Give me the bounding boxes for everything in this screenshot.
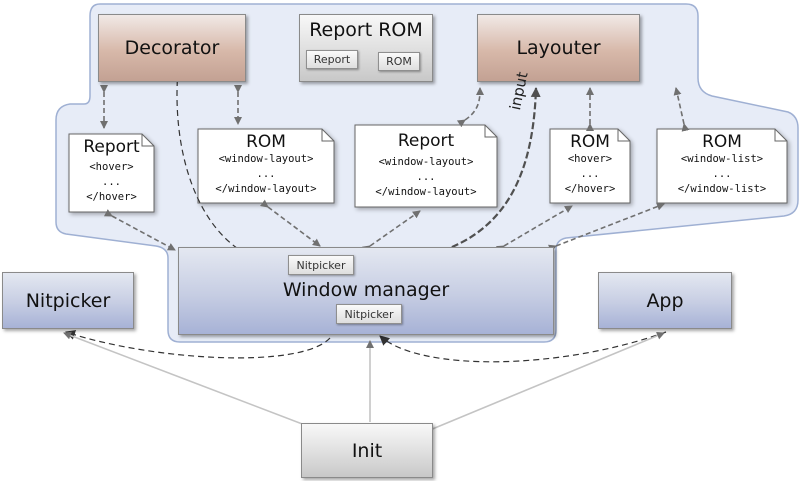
doc-rom-window-list-title: ROM	[702, 132, 742, 152]
window-manager-label: Window manager	[282, 279, 450, 301]
doc-rom-window-list-line-3: </window-list>	[677, 183, 767, 195]
wm-nitpicker-upper-label: Nitpicker	[296, 258, 346, 272]
doc-report-hover-title: Report	[83, 137, 140, 157]
doc-rom-hover: ROM <hover> ... </hover>	[550, 129, 630, 203]
doc-rom-hover-shape	[549, 128, 631, 204]
doc-report-hover: Report <hover> ... </hover>	[69, 134, 154, 212]
init-label: Init	[351, 439, 383, 462]
doc-report-hover-shape	[68, 133, 155, 213]
decorator-box: Decorator	[98, 14, 246, 82]
report-rom-rom-label: ROM	[386, 55, 412, 68]
doc-report-window-layout: Report <window-layout> ... </window-layo…	[355, 125, 497, 207]
edge-rom-layout-wm	[260, 199, 321, 247]
wm-nitpicker-upper-tag: Nitpicker	[288, 255, 354, 275]
doc-rom-window-list-shape	[656, 128, 788, 204]
edge-app-to-wm	[379, 331, 667, 363]
doc-report-hover-line-1: <hover>	[89, 161, 134, 173]
layouter-box: Layouter	[477, 14, 640, 82]
edge-report-hover-wm	[103, 209, 176, 251]
app-box: App	[598, 272, 732, 329]
edge-report-layout-wm	[361, 210, 421, 254]
doc-rom-window-layout: ROM <window-layout> ... </window-layout>	[198, 129, 334, 203]
wm-nitpicker-lower-label: Nitpicker	[344, 307, 394, 321]
edge-init-nitpicker	[63, 331, 319, 431]
doc-report-hover-line-3: </hover>	[86, 191, 137, 203]
wm-nitpicker-lower-tag: Nitpicker	[336, 304, 402, 324]
doc-rom-hover-title: ROM	[570, 132, 610, 152]
doc-rom-window-layout-title: ROM	[246, 132, 286, 152]
edge-wm-to-nitpicker	[65, 330, 331, 359]
doc-rom-window-layout-line-1: <window-layout>	[218, 153, 314, 165]
nitpicker-box: Nitpicker	[2, 272, 134, 329]
doc-report-hover-line-2: ...	[102, 176, 121, 188]
report-rom-box: Report ROM	[299, 14, 433, 82]
doc-report-window-layout-line-3: </window-layout>	[375, 186, 477, 198]
doc-rom-hover-line-3: </hover>	[564, 183, 616, 195]
layouter-label: Layouter	[516, 37, 601, 59]
edge-layouter-report-layout	[456, 87, 484, 128]
edge-init-app	[429, 331, 665, 431]
report-rom-report-label: Report	[313, 53, 351, 66]
doc-report-window-layout-title: Report	[397, 131, 455, 151]
report-rom-rom-tag: ROM	[378, 52, 420, 71]
doc-rom-hover-line-2: ...	[580, 168, 600, 180]
report-rom-report-tag: Report	[306, 50, 358, 69]
init-box: Init	[301, 423, 433, 478]
edge-rom-window-list-wm	[548, 202, 665, 253]
doc-rom-hover-line-1: <hover>	[567, 153, 613, 165]
doc-rom-window-list: ROM <window-list> ... </window-list>	[657, 129, 787, 203]
doc-rom-window-layout-line-2: ...	[256, 168, 276, 180]
doc-rom-window-list-line-2: ...	[712, 168, 732, 180]
edge-layouter-rom-window-list	[673, 87, 690, 132]
report-rom-label: Report ROM	[309, 19, 423, 41]
app-label: App	[646, 289, 684, 312]
doc-rom-window-layout-line-3: </window-layout>	[215, 183, 317, 195]
decorator-label: Decorator	[124, 37, 220, 59]
doc-report-window-layout-line-2: ...	[416, 171, 436, 183]
doc-rom-window-layout-shape	[197, 128, 335, 204]
nitpicker-label: Nitpicker	[25, 289, 111, 312]
doc-rom-window-list-line-1: <window-list>	[680, 153, 764, 165]
doc-report-window-layout-line-1: <window-layout>	[378, 156, 474, 168]
